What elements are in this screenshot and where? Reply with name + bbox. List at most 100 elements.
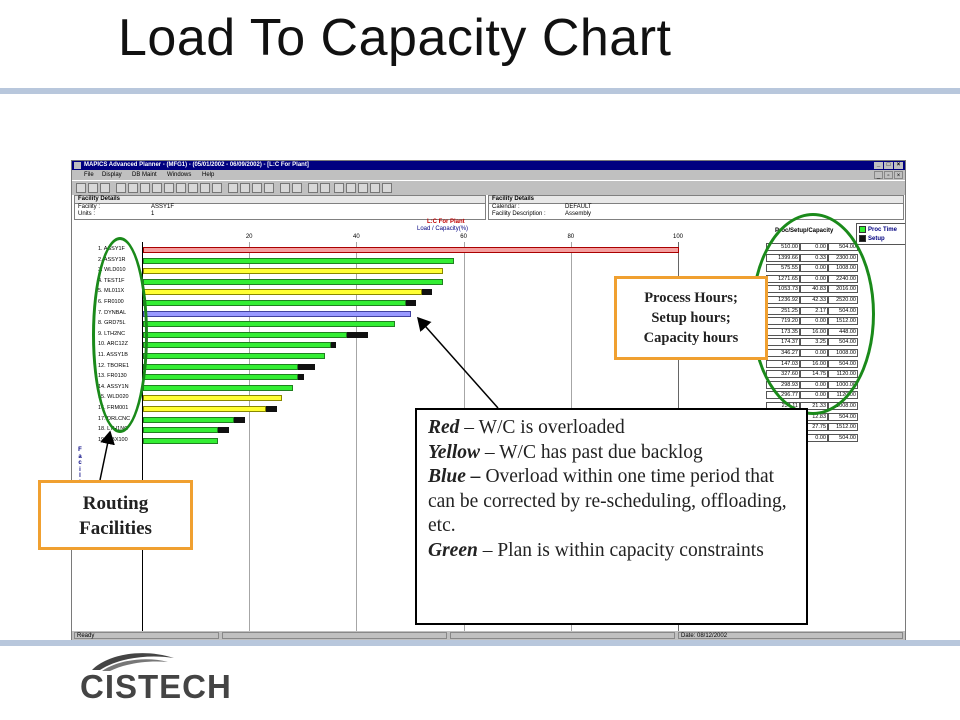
toolbar-button-18[interactable]	[292, 183, 302, 193]
load-bar[interactable]	[143, 257, 454, 264]
toolbar-button-9[interactable]	[176, 183, 186, 193]
legend-proc-label: Proc Time	[868, 227, 897, 234]
info-blue-term: Blue –	[428, 466, 481, 487]
calendar-label: Calendar :	[492, 204, 520, 210]
toolbar-button-3[interactable]	[100, 183, 110, 193]
callout-setup-hours: Setup hours;	[651, 310, 731, 326]
load-bar[interactable]	[143, 247, 679, 253]
x-tick-label: 100	[672, 234, 684, 240]
menu-display[interactable]: Display	[102, 172, 122, 178]
toolbar-button-25[interactable]	[382, 183, 392, 193]
toolbar-button-14[interactable]	[240, 183, 250, 193]
toolbar-button-17[interactable]	[280, 183, 290, 193]
load-bar[interactable]	[143, 268, 444, 275]
toolbar-button-12[interactable]	[212, 183, 222, 193]
toolbar-button-10[interactable]	[188, 183, 198, 193]
menu-help[interactable]: Help	[202, 172, 215, 178]
legend-proc-time: Proc Time	[859, 226, 897, 233]
status-pane-2	[222, 632, 447, 639]
legend-setup-swatch	[859, 235, 866, 242]
cistech-logo: CISTECH	[80, 650, 231, 705]
chart-legend: Proc Time Setup	[856, 223, 905, 245]
status-date: Date: 08/12/2002	[678, 632, 903, 639]
setup-bar	[298, 374, 304, 381]
facility-label: Facility :	[78, 204, 101, 210]
toolbar-button-16[interactable]	[264, 183, 274, 193]
units-value: 1	[151, 211, 155, 217]
facility-description-label: Facility Description :	[492, 211, 546, 217]
toolbar-button-21[interactable]	[334, 183, 344, 193]
toolbar-button-15[interactable]	[252, 183, 262, 193]
legend-setup: Setup	[859, 235, 885, 242]
toolbar-button-6[interactable]	[140, 183, 150, 193]
window-titlebar: MAPICS Advanced Planner - (MFG1) - (05/0…	[72, 161, 905, 170]
toolbar-button-1[interactable]	[76, 183, 86, 193]
facility-details-panel: Facility Details Facility :ASSY1F Units …	[74, 195, 486, 220]
arrow-to-facilities	[99, 430, 115, 481]
mdi-restore-icon[interactable]: ▫	[884, 171, 893, 179]
menu-windows[interactable]: Windows	[167, 172, 192, 178]
toolbar-button-23[interactable]	[358, 183, 368, 193]
minimize-icon[interactable]: _	[874, 162, 883, 169]
toolbar-button-13[interactable]	[228, 183, 238, 193]
status-text: Ready	[74, 632, 219, 639]
calendar-value: DEFAULT	[565, 204, 592, 210]
load-bar[interactable]	[143, 427, 219, 434]
info-yellow-text: – W/C has past due backlog	[480, 441, 703, 463]
color-legend-explanation: Red – W/C is overloaded Yellow – W/C has…	[415, 408, 808, 625]
facility-details-heading: Facility Details	[75, 196, 485, 204]
y-axis-letter: c	[78, 460, 82, 466]
x-axis-zero-line	[142, 242, 143, 640]
load-bar[interactable]	[143, 395, 283, 402]
capacity-hours-cell: 504.00	[828, 412, 858, 421]
info-green-text: – Plan is within capacity constraints	[477, 539, 764, 561]
info-red-term: Red	[428, 417, 460, 438]
mdi-minimize-icon[interactable]: _	[874, 171, 883, 179]
load-bar[interactable]	[143, 437, 219, 444]
status-bar: Ready Date: 08/12/2002	[72, 631, 905, 640]
mdi-close-icon[interactable]: ×	[894, 171, 903, 179]
y-axis-letter: i	[79, 466, 81, 473]
toolbar-button-22[interactable]	[346, 183, 356, 193]
toolbar-button-19[interactable]	[308, 183, 318, 193]
setup-bar	[298, 363, 315, 370]
app-icon	[74, 162, 81, 169]
facility-description-value: Assembly	[565, 211, 592, 217]
toolbar-button-5[interactable]	[128, 183, 138, 193]
close-icon[interactable]: ×	[894, 162, 903, 169]
toolbar-button-24[interactable]	[370, 183, 380, 193]
toolbar-button-7[interactable]	[152, 183, 162, 193]
info-red-text: – W/C is overloaded	[459, 417, 625, 438]
info-green: Green – Plan is within capacity constrai…	[428, 539, 798, 564]
legend-proc-swatch	[859, 226, 866, 233]
setup-bar	[405, 300, 417, 306]
info-red: Red – W/C is overloaded	[428, 416, 798, 441]
facility-value: ASSY1F	[151, 204, 175, 210]
setup-bar	[266, 406, 277, 412]
toolbar-button-11[interactable]	[200, 183, 210, 193]
chart-title: L:C For Plant	[427, 219, 465, 225]
routing-facilities-callout: Routing Facilities	[38, 480, 193, 550]
load-bar[interactable]	[143, 416, 235, 423]
capacity-hours-cell: 504.00	[828, 433, 858, 442]
capacity-hours-cell: 1512.00	[828, 423, 858, 432]
toolbar-button-4[interactable]	[116, 183, 126, 193]
toolbar-button-8[interactable]	[164, 183, 174, 193]
setup-bar	[234, 416, 245, 423]
menu-db-maint[interactable]: DB Maint	[132, 172, 157, 178]
setup-bar	[330, 342, 336, 349]
toolbar	[72, 180, 905, 196]
menu-file[interactable]: File	[84, 172, 94, 178]
toolbar-button-2[interactable]	[88, 183, 98, 193]
logo-swoosh-icon	[92, 653, 174, 671]
maximize-icon[interactable]: □	[884, 162, 893, 169]
info-green-term: Green	[428, 539, 478, 561]
x-tick-label: 60	[460, 234, 467, 240]
toolbar-button-20[interactable]	[320, 183, 330, 193]
y-axis-letter: a	[78, 453, 82, 460]
menu-bar: File Display DB Maint Windows Help	[72, 170, 905, 180]
load-bar[interactable]	[143, 406, 267, 412]
chart-xlabel: Load / Capacity(%)	[417, 226, 469, 232]
callout-routing: Routing	[82, 493, 149, 514]
